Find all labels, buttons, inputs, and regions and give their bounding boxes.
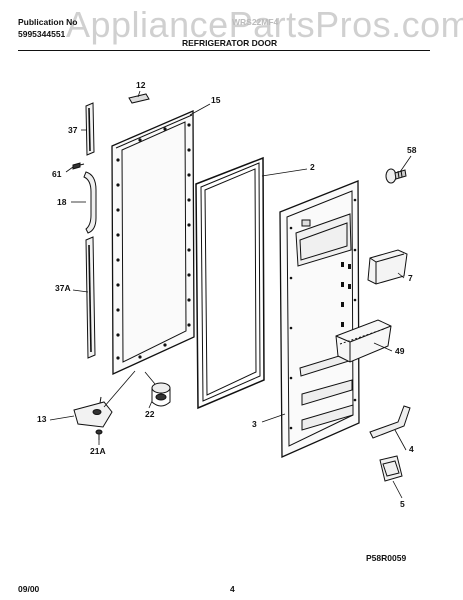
page-number: 4 xyxy=(230,584,235,594)
section-title: REFRIGERATOR DOOR xyxy=(182,38,278,48)
figure-code: P58R0059 xyxy=(366,553,407,563)
part-21a-pin xyxy=(95,429,103,440)
leader-lines xyxy=(49,90,412,499)
footer-date: 09/00 xyxy=(18,584,40,594)
publication-number: 5995344551 xyxy=(18,29,66,39)
part-58-screw xyxy=(385,168,407,184)
part-7-dairy-door xyxy=(367,249,408,285)
model-number: WRS22MF4 xyxy=(232,17,279,27)
callout-61: 61 xyxy=(52,169,62,179)
part-49-door-shelf xyxy=(335,319,392,363)
part-13-hinge xyxy=(73,396,113,428)
part-12-hinge-cover xyxy=(128,93,150,104)
callout-21a: 21A xyxy=(90,446,106,456)
callout-15: 15 xyxy=(211,95,221,105)
callout-5: 5 xyxy=(400,499,405,509)
watermark: AppliancePartsPros.com xyxy=(66,4,463,45)
callout-7: 7 xyxy=(408,273,413,283)
callout-12: 12 xyxy=(136,80,146,90)
callout-2: 2 xyxy=(310,162,315,172)
part-5-cap xyxy=(379,455,403,482)
callout-18: 18 xyxy=(57,197,67,207)
callout-22: 22 xyxy=(145,409,155,419)
part-3-inner-liner xyxy=(279,180,360,458)
part-2-gasket xyxy=(195,156,265,410)
callout-37: 37 xyxy=(68,125,78,135)
callout-13: 13 xyxy=(37,414,47,424)
part-4-retainer xyxy=(369,405,411,439)
callout-58: 58 xyxy=(407,145,417,155)
part-61-screw xyxy=(72,162,85,170)
part-15-door-outer xyxy=(111,110,195,376)
callout-49: 49 xyxy=(395,346,405,356)
callout-37a: 37A xyxy=(55,283,71,293)
callout-3: 3 xyxy=(252,419,257,429)
part-37-trim-strip xyxy=(85,102,95,156)
part-22-bushing xyxy=(151,382,171,407)
header-rule xyxy=(18,50,430,51)
publication-label: Publication No xyxy=(18,17,78,27)
part-18-handle xyxy=(83,171,97,234)
part-37a-trim-strip xyxy=(85,236,96,359)
callout-4: 4 xyxy=(409,444,414,454)
